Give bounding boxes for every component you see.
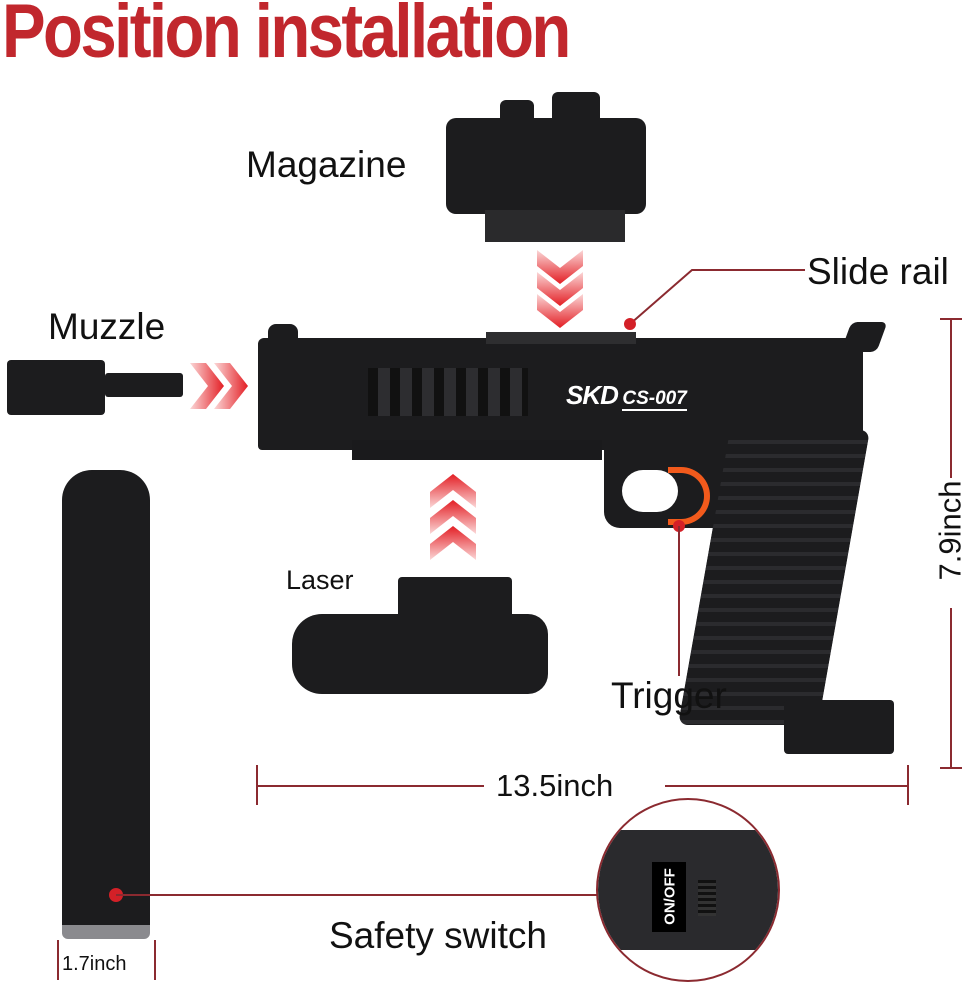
slide-rail-label: Slide rail [807, 251, 949, 292]
pistol-hammer [840, 322, 888, 352]
length-dimension-line-left [256, 785, 484, 787]
height-dimension-bottom-tick [940, 767, 962, 769]
length-dimension-label: 13.5inch [496, 768, 614, 803]
trigger-pointer [673, 520, 685, 676]
laser-label: Laser [286, 565, 354, 595]
magazine-sight-image [446, 118, 646, 214]
pistol-front-rail [368, 368, 528, 416]
magazine-sight-knob [500, 100, 534, 126]
pistol-trigger [668, 467, 710, 525]
muzzle-image [7, 360, 105, 415]
height-dimension-line-top [950, 318, 952, 478]
page-title: Position installation [2, 0, 571, 74]
arrow-down-icon [537, 250, 583, 330]
slide-rail-pointer [620, 262, 805, 332]
width-dimension-right-tick [154, 940, 156, 980]
muzzle-label: Muzzle [48, 306, 166, 347]
closeup-switch-badge [652, 862, 686, 932]
magazine-label: Magazine [246, 144, 407, 185]
length-dimension-right-tick [907, 765, 909, 805]
pistol-rear-view-image [62, 470, 150, 935]
arrow-up-icon [430, 474, 476, 570]
brand-logo: SKD [566, 380, 619, 410]
pistol-top-rail [486, 332, 636, 344]
pistol-frame [352, 440, 602, 460]
laser-image [292, 614, 548, 694]
safety-switch-label: Safety switch [329, 915, 547, 956]
brand-model: CS-007 [622, 388, 687, 411]
height-dimension-line-bottom [950, 608, 952, 768]
closeup-slider [698, 880, 716, 916]
width-dimension-label: 1.7inch [62, 953, 127, 975]
trigger-label: Trigger [611, 675, 727, 716]
arrow-right-icon [190, 363, 252, 409]
pistol-magazine-base [784, 700, 894, 754]
width-dimension-left-tick [57, 940, 59, 980]
pistol-rear-sight [268, 324, 298, 340]
brand-marking: SKD CS-007 [566, 380, 687, 411]
magazine-sight-knob [552, 92, 600, 126]
muzzle-barrel [105, 373, 183, 397]
safety-pointer [108, 887, 608, 903]
safety-switch-closeup: ON/OFF [596, 798, 780, 982]
length-dimension-line-right [665, 785, 908, 787]
switch-text: ON/OFF [661, 868, 679, 925]
pistol-rear-view-base [62, 925, 150, 939]
magazine-sight-mount [485, 210, 625, 242]
height-dimension-label: 7.9inch [932, 480, 968, 581]
closeup-body [598, 830, 778, 950]
